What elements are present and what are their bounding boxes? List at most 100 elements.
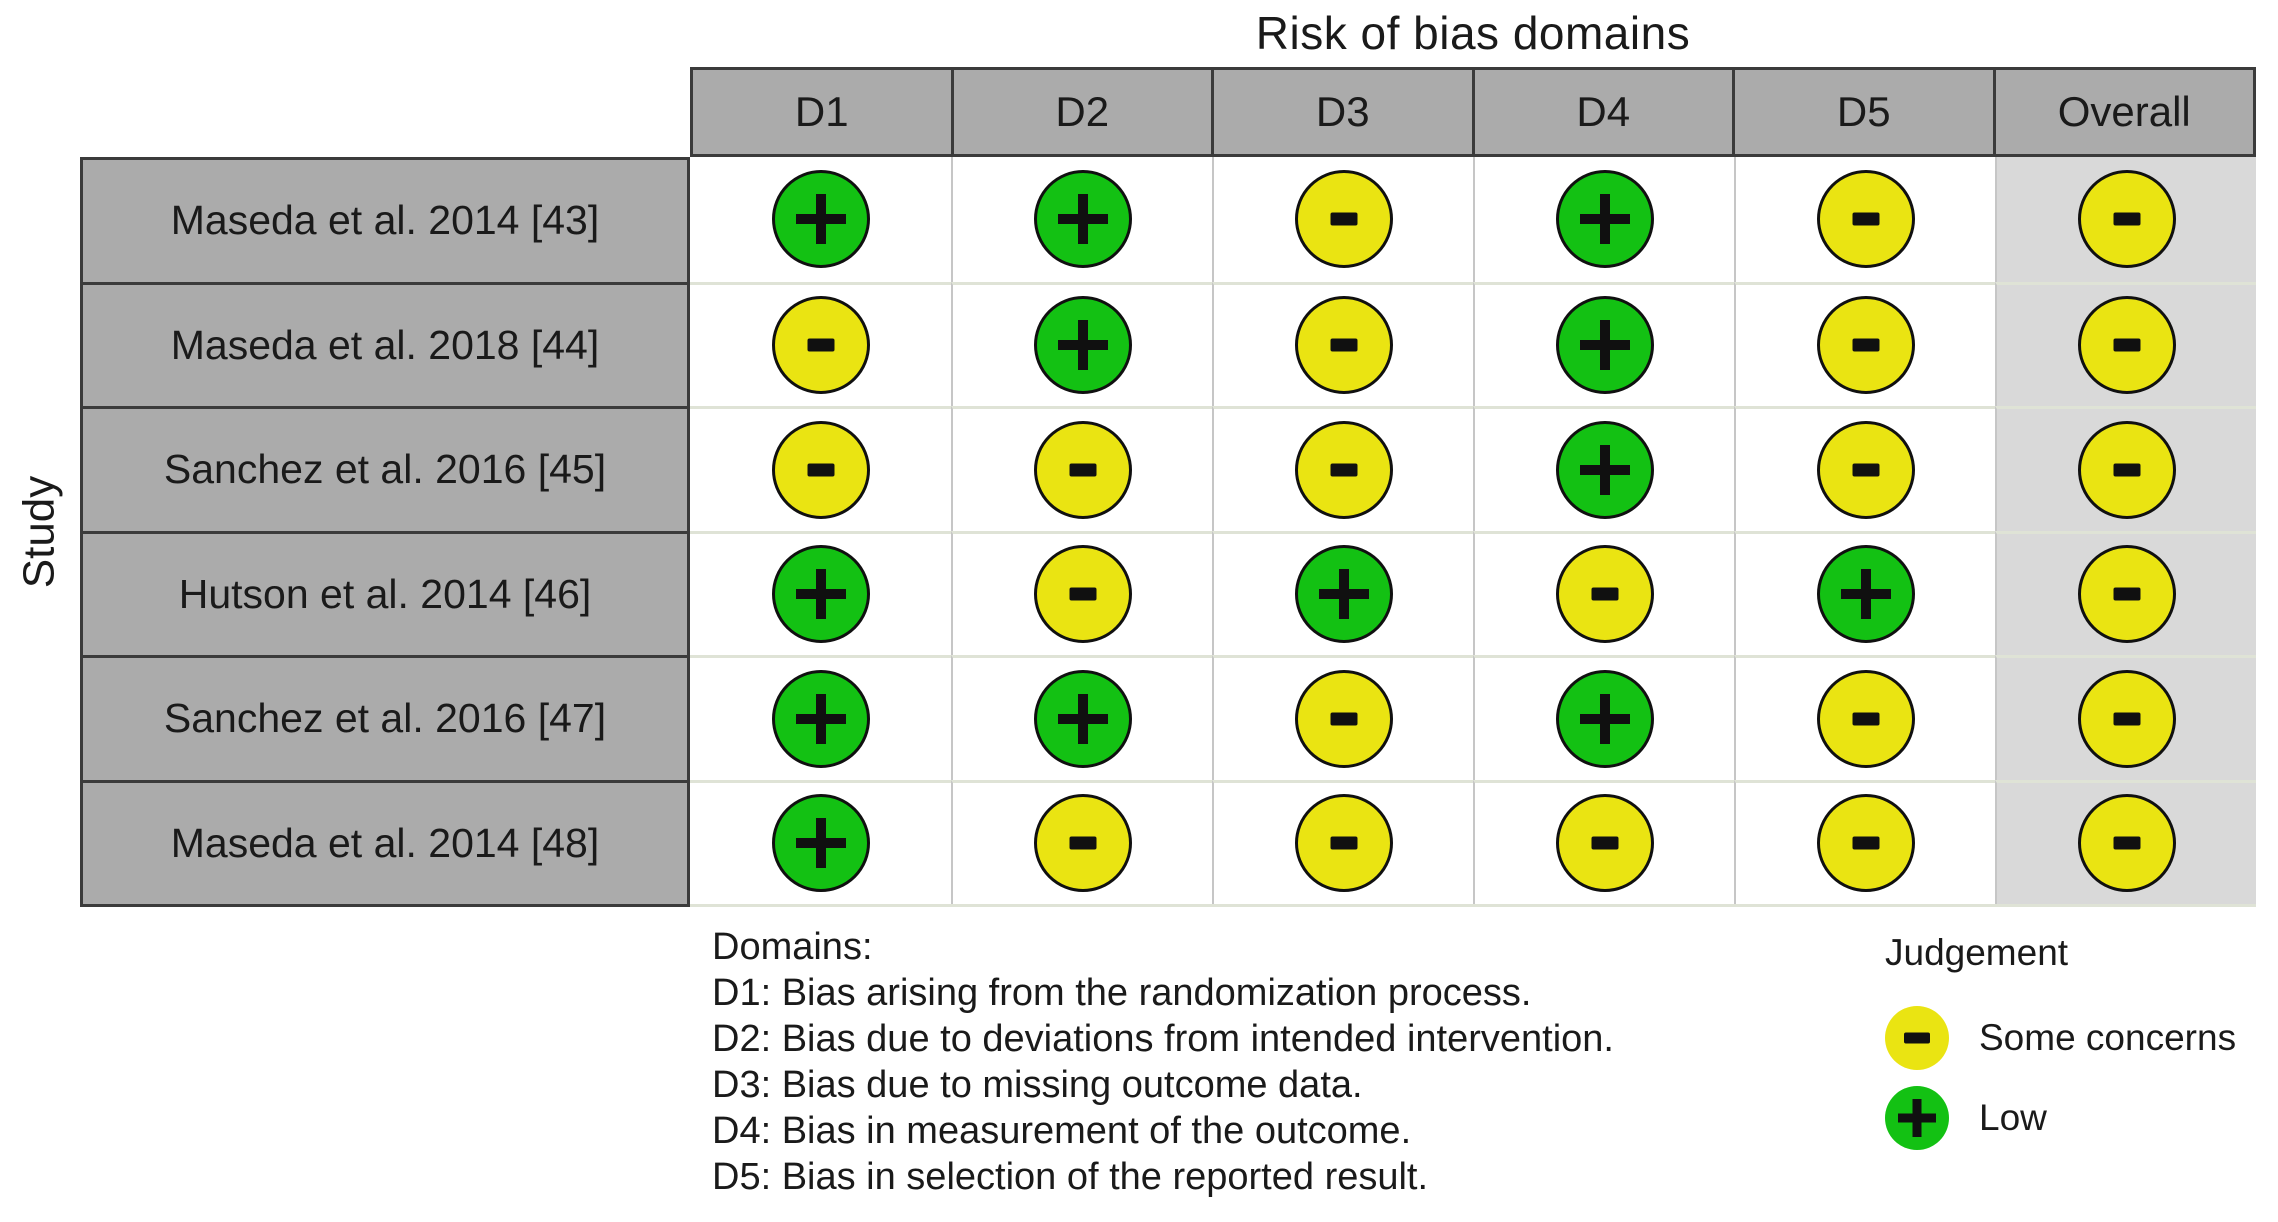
- rob-cell: [690, 779, 951, 904]
- judgement-symbol-icon: [794, 567, 848, 621]
- study-label: Sanchez et al. 2016 [45]: [83, 406, 687, 531]
- judgement-circle: [1555, 794, 1654, 893]
- judgement-circle: [771, 545, 870, 644]
- rob-cell: [1473, 406, 1734, 531]
- judgement-circle: [2077, 669, 2176, 768]
- judgement-legend-label: Some concerns: [1979, 1017, 2237, 1058]
- judgement-circle: [1555, 170, 1654, 269]
- judgement-symbol-icon: [1056, 567, 1110, 621]
- judgement-circle: [771, 170, 870, 269]
- rob-cell: [1212, 406, 1473, 531]
- domains-note-item: D2: Bias due to deviations from intended…: [712, 1018, 1614, 1060]
- judgement-circle: [1294, 420, 1393, 519]
- judgement-symbol-icon: [1839, 692, 1893, 746]
- judgement-symbol-icon: [794, 816, 848, 870]
- judgement-circle: [1033, 296, 1132, 395]
- judgement-circle: [1294, 296, 1393, 395]
- rob-cell: [690, 281, 951, 406]
- judgement-symbol-icon: [1056, 443, 1110, 497]
- rob-cell: [1212, 655, 1473, 780]
- judgement-circle: [1816, 420, 1915, 519]
- judgement-circle: [2077, 545, 2176, 644]
- rob-cell-overall: [1995, 779, 2256, 904]
- domains-note-item: D3: Bias due to missing outcome data.: [712, 1064, 1363, 1106]
- rob-cell: [1473, 655, 1734, 780]
- column-header-d2: D2: [950, 70, 1212, 154]
- judgement-symbol-icon: [2100, 318, 2154, 372]
- y-axis-label-text: Study: [14, 475, 64, 589]
- study-label-column: Maseda et al. 2014 [43] Maseda et al. 20…: [80, 157, 690, 907]
- judgement-symbol-icon: [2100, 192, 2154, 246]
- judgement-symbol-icon: [1056, 692, 1110, 746]
- judgement-symbol-icon: [1578, 692, 1632, 746]
- judgement-symbol-icon: [1578, 192, 1632, 246]
- judgement-circle: [2077, 170, 2176, 269]
- domains-note: Domains: D1: Bias arising from the rando…: [712, 924, 1614, 1200]
- judgement-circle: [771, 296, 870, 395]
- column-header-d5: D5: [1732, 70, 1993, 154]
- rob-cell: [690, 655, 951, 780]
- rob-cell: [1473, 779, 1734, 904]
- judgement-symbol-icon: [1578, 443, 1632, 497]
- domains-note-item: D1: Bias arising from the randomization …: [712, 972, 1532, 1014]
- study-label: Hutson et al. 2014 [46]: [83, 530, 687, 656]
- judgement-circle: [771, 420, 870, 519]
- rob-cell: [1734, 655, 1995, 780]
- rob-cell-overall: [1995, 406, 2256, 531]
- judgement-circle: [1555, 296, 1654, 395]
- study-label: Maseda et al. 2014 [43]: [170, 197, 600, 244]
- judgement-circle: [1294, 669, 1393, 768]
- rob-cell: [951, 530, 1212, 655]
- rob-cell-overall: [1995, 157, 2256, 282]
- rob-cell: [1734, 530, 1995, 655]
- judgement-symbol-icon: [2100, 692, 2154, 746]
- rob-cell: [1473, 157, 1734, 282]
- judgement-legend-label: Low: [1979, 1097, 2047, 1138]
- domain-header-row: D1 D2 D3 D4 D5 Overall: [690, 67, 2256, 157]
- rob-cell: [951, 157, 1212, 282]
- rob-cell-overall: [1995, 530, 2256, 655]
- plus-icon: [1897, 1098, 1937, 1138]
- rob-cell: [1212, 779, 1473, 904]
- judgement-circle: [1294, 794, 1393, 893]
- rob-cell-overall: [1995, 281, 2256, 406]
- domains-note-item: D4: Bias in measurement of the outcome.: [712, 1110, 1412, 1152]
- judgement-legend-heading: Judgement: [1885, 932, 2069, 973]
- judgement-symbol-icon: [1317, 192, 1371, 246]
- judgement-circle: [1033, 170, 1132, 269]
- column-header-overall: Overall: [1992, 70, 2254, 154]
- y-axis-label: Study: [6, 157, 72, 907]
- judgement-symbol-icon: [1578, 567, 1632, 621]
- column-header-d4: D4: [1471, 70, 1733, 154]
- judgement-symbol-icon: [2100, 816, 2154, 870]
- rob-cell: [690, 406, 951, 531]
- traffic-light-grid: [690, 157, 2256, 907]
- rob-cell: [951, 406, 1212, 531]
- judgement-circle: [1555, 420, 1654, 519]
- judgement-symbol-icon: [1317, 318, 1371, 372]
- rob-cell: [1212, 157, 1473, 282]
- minus-icon: [1897, 1018, 1937, 1058]
- rob-cell: [1734, 281, 1995, 406]
- judgement-symbol-icon: [1839, 318, 1893, 372]
- judgement-symbol-icon: [1056, 318, 1110, 372]
- judgement-symbol-icon: [1317, 443, 1371, 497]
- judgement-symbol-icon: [794, 318, 848, 372]
- rob-cell: [951, 779, 1212, 904]
- judgement-circle: [1294, 545, 1393, 644]
- domains-note-item: D5: Bias in selection of the reported re…: [712, 1156, 1429, 1198]
- judgement-symbol-icon: [1317, 692, 1371, 746]
- judgement-circle: [1816, 545, 1915, 644]
- judgement-symbol-icon: [1056, 192, 1110, 246]
- rob-cell: [690, 530, 951, 655]
- judgement-symbol-icon: [2100, 443, 2154, 497]
- column-header-d1: D1: [794, 88, 849, 135]
- judgement-symbol-icon: [1578, 318, 1632, 372]
- judgement-symbol-icon: [1839, 567, 1893, 621]
- judgement-circle: [2077, 794, 2176, 893]
- rob-cell: [1734, 157, 1995, 282]
- judgement-symbol-icon: [1317, 816, 1371, 870]
- judgement-circle: [1816, 669, 1915, 768]
- study-label: Maseda et al. 2018 [44]: [83, 281, 687, 407]
